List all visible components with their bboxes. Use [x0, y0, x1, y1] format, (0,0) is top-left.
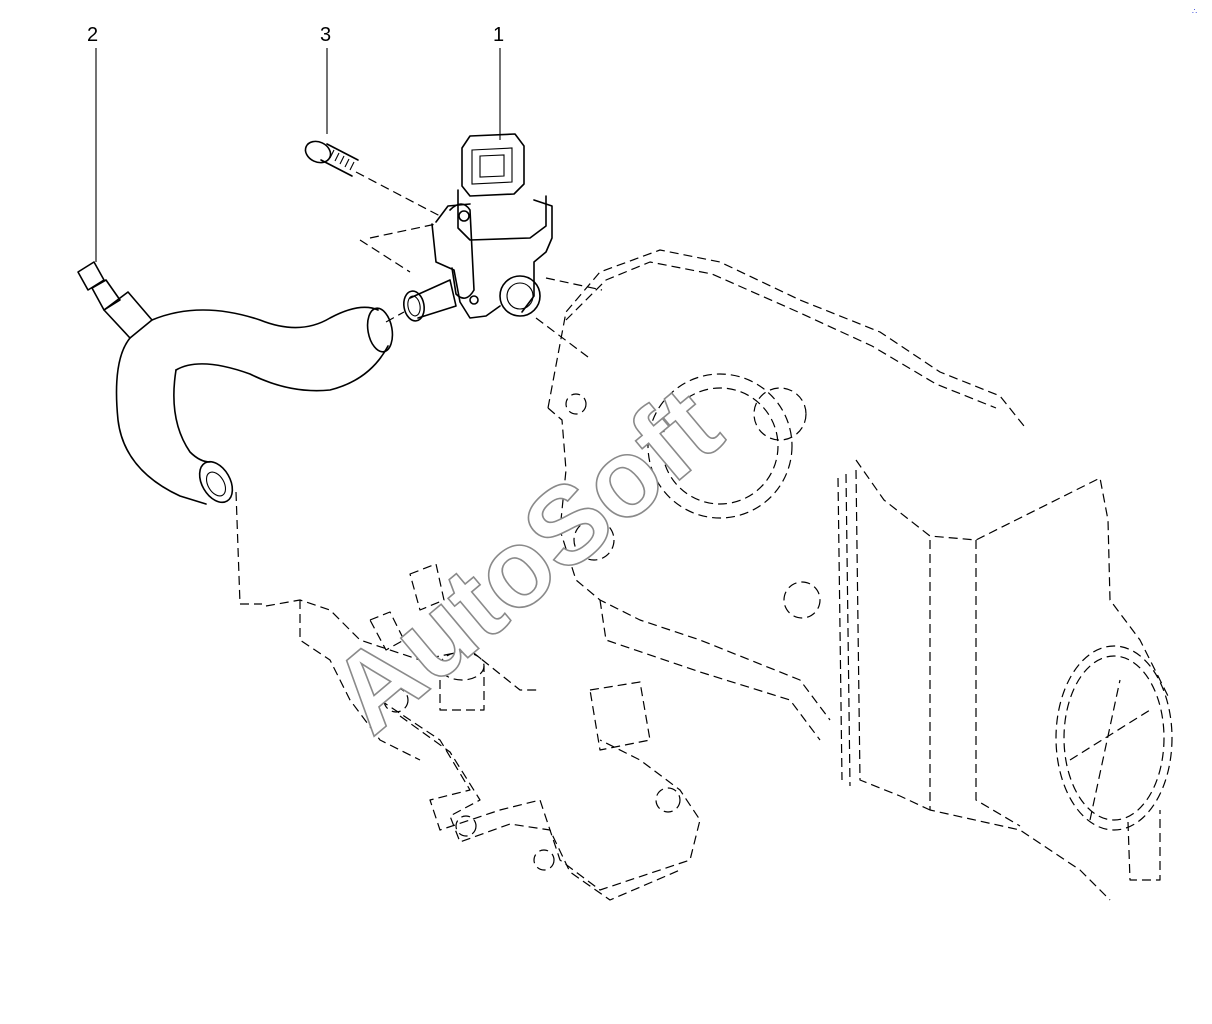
watermark-text: AutoSoft [308, 364, 743, 757]
callout-3: 3 [320, 24, 331, 134]
bolt-part-3 [304, 140, 441, 217]
callout-1-label: 1 [493, 24, 504, 46]
engine-outline [265, 249, 1173, 901]
callout-1: 1 [493, 24, 504, 140]
hose-part-2 [77, 261, 394, 605]
callout-2: 2 [87, 24, 98, 262]
autosoft-watermark: AutoSoft [308, 363, 744, 757]
callout-2-label: 2 [87, 24, 98, 46]
corner-mark: ∴ [1192, 7, 1197, 16]
valve-part-1 [359, 133, 603, 361]
callout-3-label: 3 [320, 24, 331, 46]
